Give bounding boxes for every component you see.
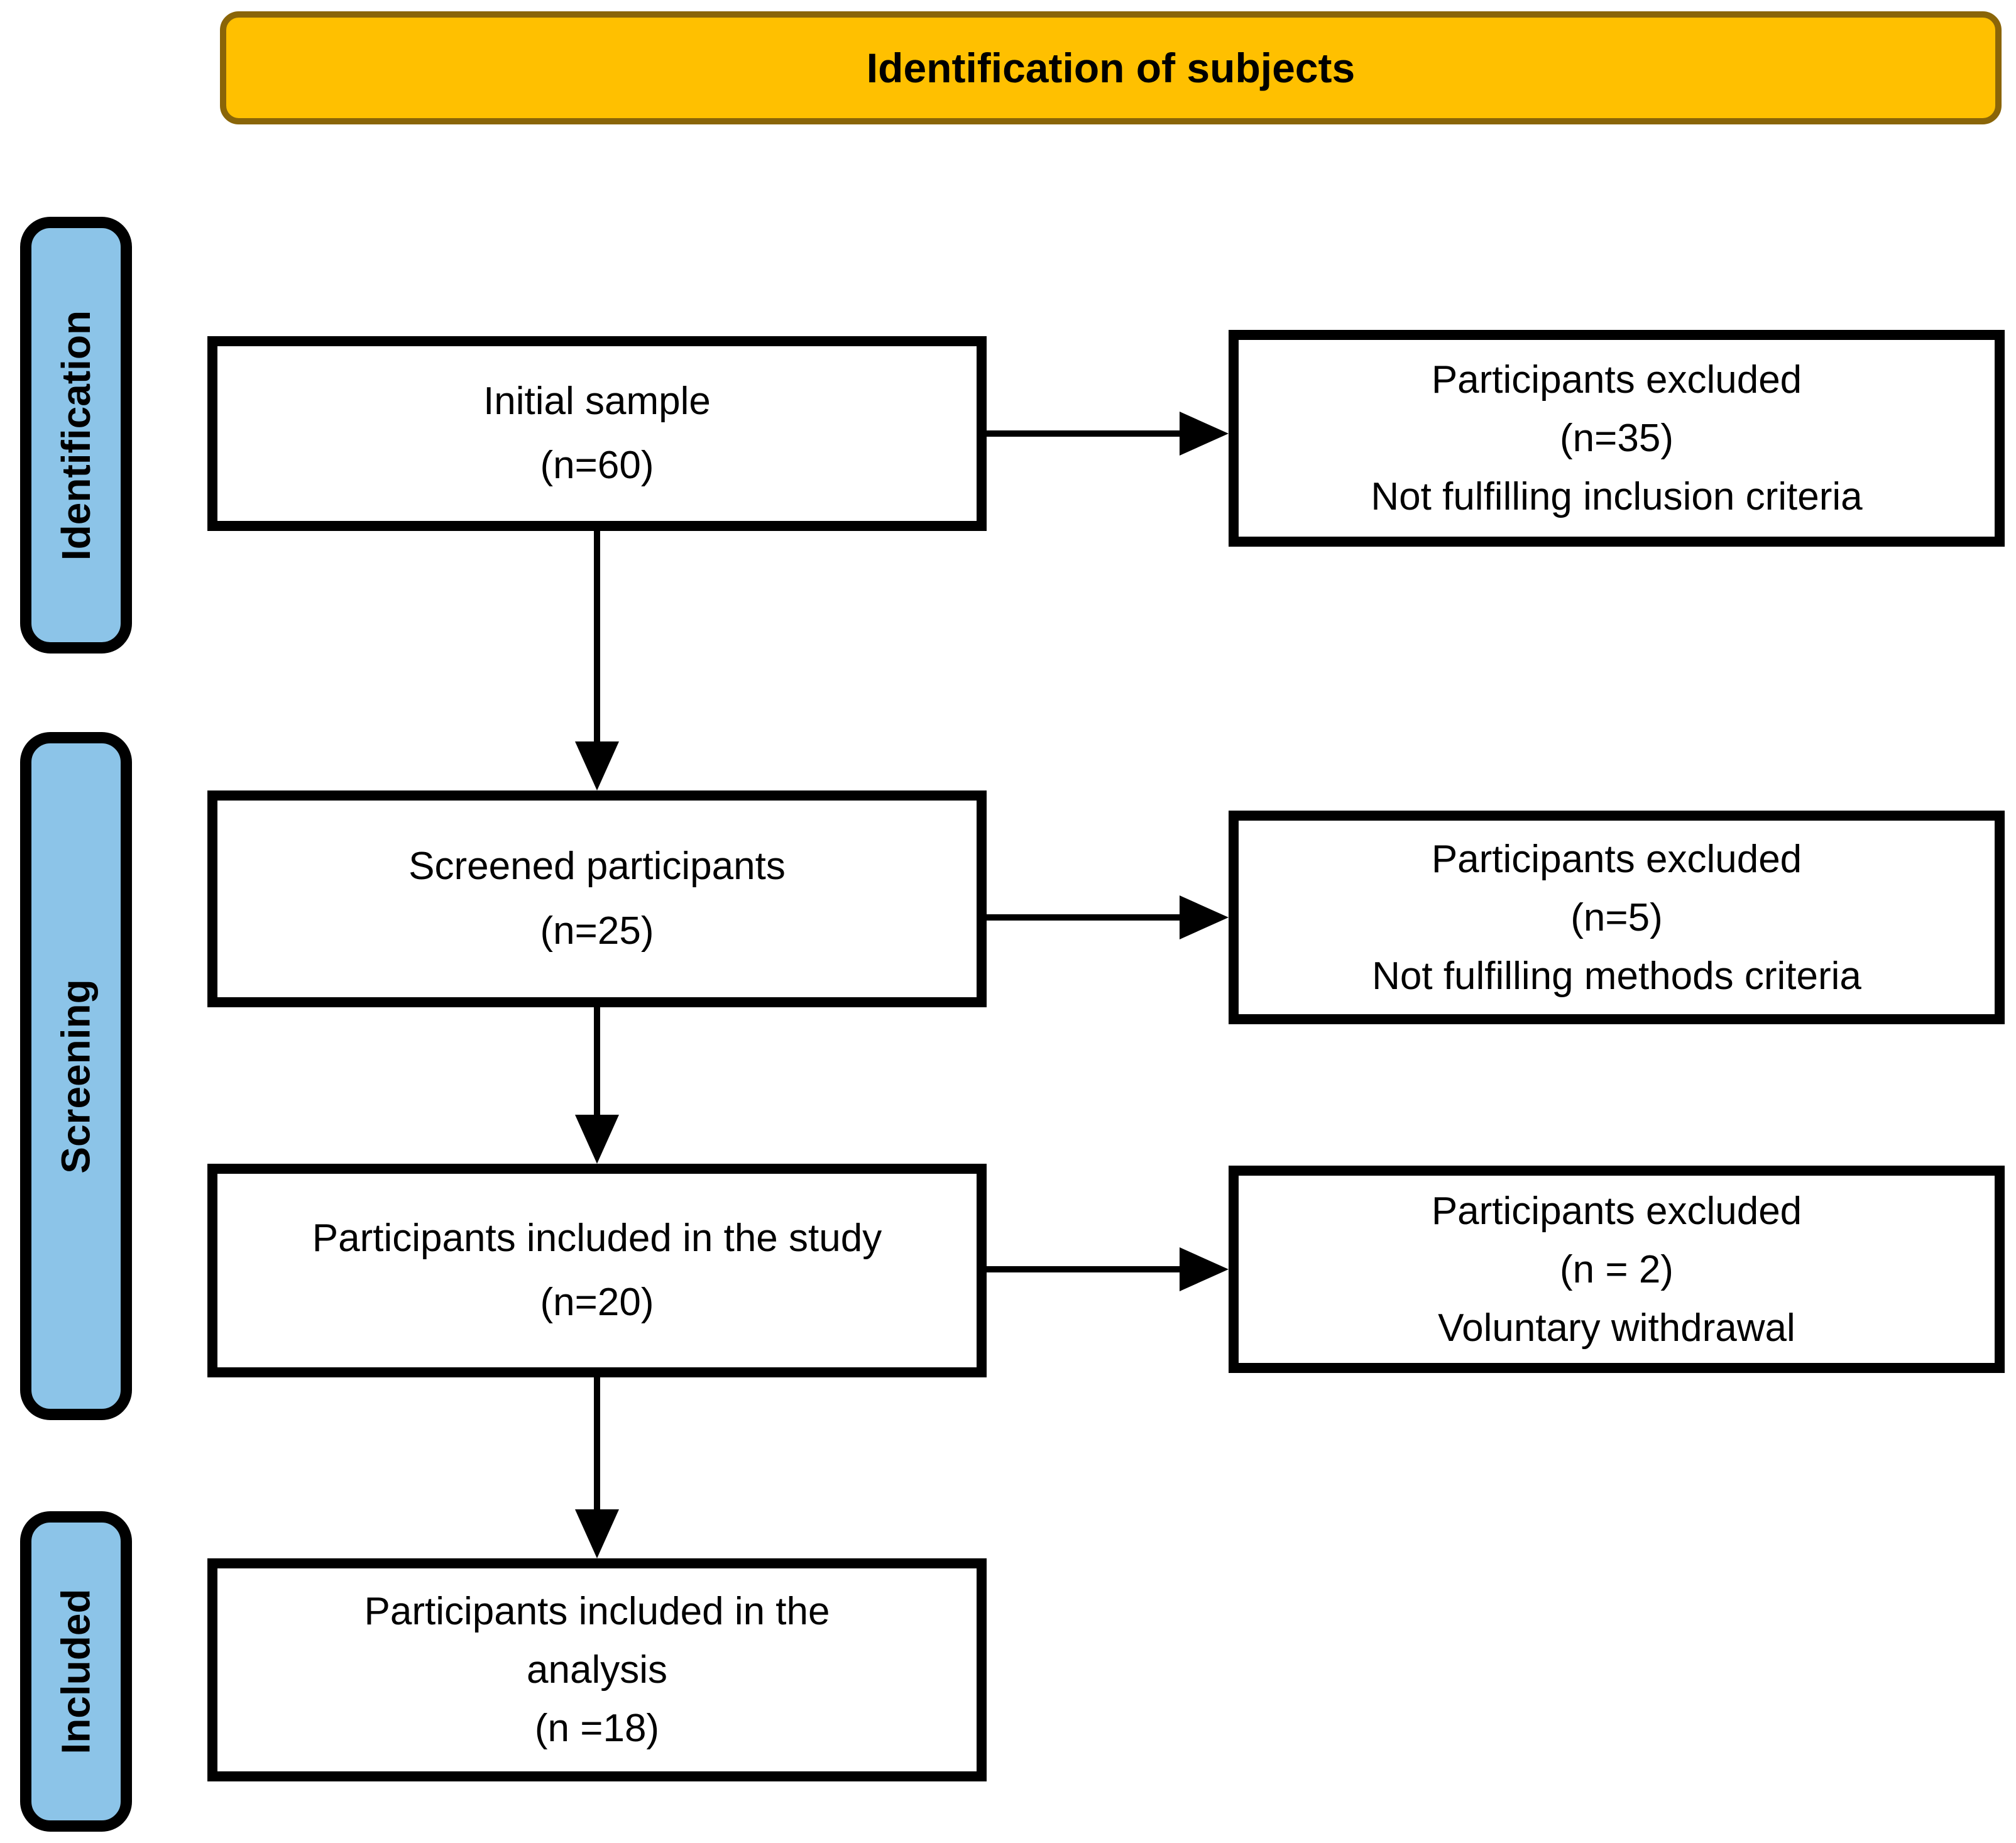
excluded-box-2-reason: Not fulfilling methods criteria [1372,954,1861,998]
excluded-box-3-reason: Voluntary withdrawal [1438,1306,1795,1350]
flow-box-included-in-analysis: Participants included in the analysis (n… [207,1558,987,1781]
flow-box-initial-sample-line-1: Initial sample [483,379,711,423]
flow-box-included-in-study: Participants included in the study (n=20… [207,1164,987,1377]
stage-label-included: Included [20,1511,132,1832]
down-arrow-1-shaft [594,531,600,743]
right-arrow-1-shaft [987,430,1180,437]
stage-label-screening: Screening [20,732,132,1420]
excluded-box-1: Participants excluded (n=35) Not fulfill… [1229,330,2005,547]
excluded-box-2: Participants excluded (n=5) Not fulfilli… [1229,811,2005,1024]
flow-box-included-in-analysis-line-2: analysis [527,1648,667,1692]
down-arrow-2-shaft [594,1007,600,1115]
flow-box-included-in-study-line-1: Participants included in the study [312,1216,882,1260]
flow-box-screened-participants-line-1: Screened participants [408,845,786,889]
excluded-box-3-line-1: Participants excluded [1431,1189,1802,1233]
flow-box-screened-participants-count: (n=25) [540,909,654,953]
excluded-box-3-count: (n = 2) [1560,1247,1674,1291]
excluded-box-2-count: (n=5) [1570,895,1663,939]
header-banner: Identification of subjects [220,11,2002,124]
right-arrow-2-shaft [987,914,1180,921]
flow-box-included-in-analysis-line-1: Participants included in the [364,1590,830,1633]
stage-label-screening-text: Screening [53,978,99,1174]
excluded-box-1-count: (n=35) [1560,417,1674,460]
flow-box-screened-participants: Screened participants (n=25) [207,790,987,1007]
flow-box-included-in-study-count: (n=20) [540,1281,654,1324]
stage-label-included-text: Included [53,1589,99,1754]
excluded-box-3: Participants excluded (n = 2) Voluntary … [1229,1166,2005,1373]
excluded-box-2-line-1: Participants excluded [1431,837,1802,881]
right-arrow-2-head-icon [1180,895,1229,939]
right-arrow-1-head-icon [1180,412,1229,456]
excluded-box-1-line-1: Participants excluded [1431,358,1802,402]
stage-label-identification-text: Identification [53,310,99,561]
down-arrow-3-head-icon [575,1509,619,1558]
stage-label-identification: Identification [20,217,132,654]
right-arrow-3-head-icon [1180,1247,1229,1291]
right-arrow-3-shaft [987,1266,1180,1272]
flow-box-initial-sample: Initial sample (n=60) [207,336,987,531]
flow-box-included-in-analysis-count: (n =18) [534,1707,660,1750]
down-arrow-1-head-icon [575,741,619,790]
excluded-box-1-reason: Not fulfilling inclusion criteria [1371,475,1863,518]
down-arrow-2-head-icon [575,1115,619,1164]
flow-box-initial-sample-count: (n=60) [540,444,654,487]
down-arrow-3-shaft [594,1377,600,1509]
header-title: Identification of subjects [866,45,1356,91]
